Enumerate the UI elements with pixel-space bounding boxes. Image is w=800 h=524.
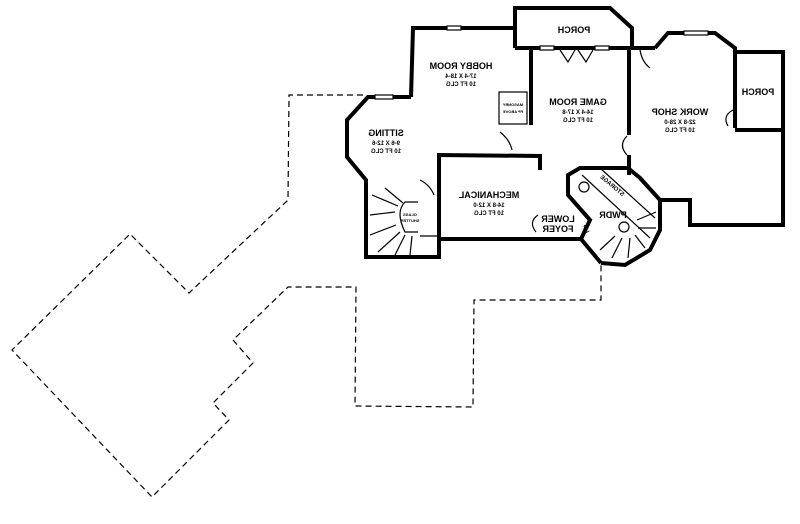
room-name: SITTING — [368, 128, 404, 138]
room-ceiling: 10 FT CLG — [563, 118, 593, 124]
room-name: MECHANICAL — [458, 190, 519, 200]
room-sitting: SITTING 9-6 X 12-6 10 FT CLG — [368, 128, 404, 155]
windows — [374, 25, 709, 100]
doors — [419, 49, 734, 233]
masonry-fireplace: MASONRY FP ABOVE — [498, 91, 528, 125]
stair-core-label: SHUTTER — [400, 218, 419, 223]
spiral-stair-left: GLASS SHUTTER — [369, 187, 439, 256]
room-size: 22-8 X 28-0 — [664, 120, 696, 126]
room-ceiling: 10 FT CLG — [446, 82, 476, 88]
room-workshop: WORK SHOP 22-8 X 28-0 10 FT CLG — [652, 107, 709, 134]
room-ceiling: 10 FT CLG — [474, 211, 504, 217]
room-ceiling: 10 FT CLG — [371, 149, 401, 155]
stair-core-label: GLASS — [403, 212, 417, 217]
room-size: 14-4 X 17-8 — [562, 110, 594, 116]
room-mechanical: MECHANICAL 14-8 X 12-0 10 FT CLG — [458, 190, 519, 217]
room-name: PORCH — [742, 87, 775, 97]
room-lower-foyer: LOWER FOYER — [541, 214, 575, 234]
room-size: 17-4 X 18-4 — [445, 74, 477, 80]
room-name: FOYER — [542, 224, 574, 234]
room-name: WORK SHOP — [652, 107, 709, 117]
room-name: GAME ROOM — [549, 97, 607, 107]
room-size: 14-8 X 12-0 — [473, 203, 505, 209]
room-name: HOBBY ROOM — [430, 61, 493, 71]
stair-up-label: UP — [580, 224, 589, 234]
fireplace-label: MASONRY — [503, 102, 524, 107]
up-label: UP — [580, 224, 589, 234]
dashed-outline — [11, 94, 602, 498]
room-ceiling: 10 FT CLG — [665, 128, 695, 134]
spiral-stair-right — [578, 181, 657, 259]
room-porch-right: PORCH — [742, 87, 775, 97]
room-size: 9-6 X 12-6 — [371, 141, 400, 147]
room-porch-top: PORCH — [558, 25, 591, 35]
room-game: GAME ROOM 14-4 X 17-8 10 FT CLG — [549, 97, 607, 124]
room-hobby: HOBBY ROOM 17-4 X 18-4 10 FT CLG — [430, 61, 493, 88]
room-powder: PWDR — [599, 210, 627, 220]
room-name: PORCH — [558, 25, 591, 35]
room-name: LOWER — [541, 214, 575, 224]
room-name: PWDR — [599, 210, 627, 220]
fireplace-label: FP ABOVE — [503, 109, 524, 114]
